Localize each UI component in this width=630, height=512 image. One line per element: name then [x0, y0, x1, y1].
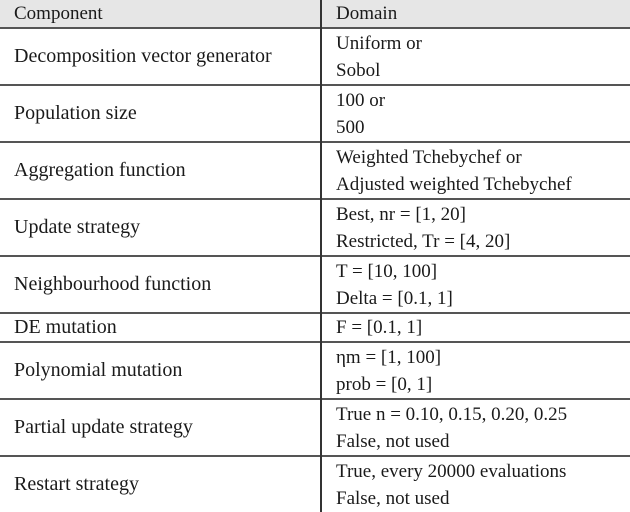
domain-cell: True n = 0.10, 0.15, 0.20, 0.25 False, n…	[320, 399, 630, 456]
header-row: Component Domain	[0, 0, 630, 28]
component-cell: Decomposition vector generator	[14, 45, 272, 67]
component-cell: Aggregation function	[14, 159, 186, 181]
domain-cell: F = [0.1, 1]	[320, 313, 630, 342]
domain-cell: ηm = [1, 100] prob = [0, 1]	[320, 342, 630, 399]
table-row: Population size 100 or 500	[0, 85, 630, 142]
component-cell: Partial update strategy	[14, 416, 193, 438]
table-row: Update strategy Best, nr = [1, 20] Restr…	[0, 199, 630, 256]
domain-cell: Best, nr = [1, 20] Restricted, Tr = [4, …	[320, 199, 630, 256]
table-row: Partial update strategy True n = 0.10, 0…	[0, 399, 630, 456]
component-cell: Neighbourhood function	[14, 273, 212, 295]
table-row: DE mutation F = [0.1, 1]	[0, 313, 630, 342]
component-cell: Polynomial mutation	[14, 359, 183, 381]
header-domain: Domain	[320, 0, 630, 28]
domain-cell: Uniform or Sobol	[320, 28, 630, 85]
table-row: Restart strategy True, every 20000 evalu…	[0, 456, 630, 512]
domain-cell: T = [10, 100] Delta = [0.1, 1]	[320, 256, 630, 313]
header-component: Component	[0, 0, 321, 28]
component-cell: DE mutation	[14, 316, 117, 338]
table-row: Decomposition vector generator Uniform o…	[0, 28, 630, 85]
table-row: Neighbourhood function T = [10, 100] Del…	[0, 256, 630, 313]
component-cell: Population size	[14, 102, 137, 124]
table-row: Aggregation function Weighted Tchebychef…	[0, 142, 630, 199]
table-row: Polynomial mutation ηm = [1, 100] prob =…	[0, 342, 630, 399]
component-cell: Update strategy	[14, 216, 141, 238]
domain-cell: True, every 20000 evaluations False, not…	[320, 456, 630, 512]
domain-cell: 100 or 500	[320, 85, 630, 142]
domain-cell: Weighted Tchebychef or Adjusted weighted…	[320, 142, 630, 199]
component-cell: Restart strategy	[14, 473, 139, 495]
